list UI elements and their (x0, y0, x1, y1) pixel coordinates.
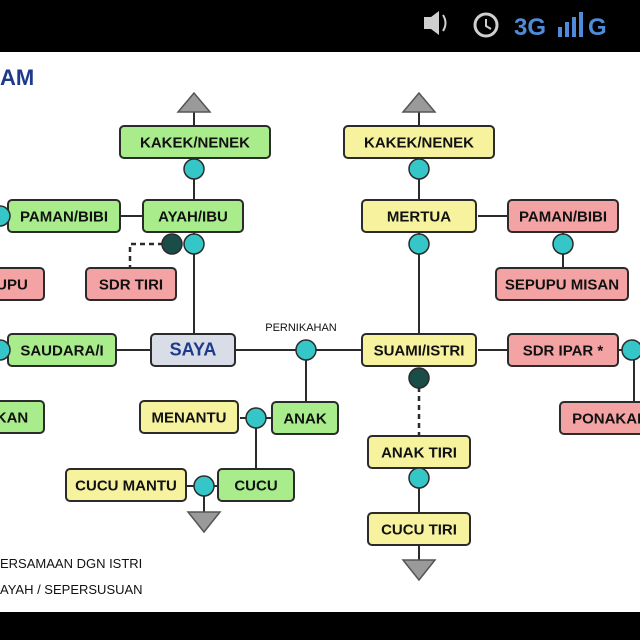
node-box (361, 333, 477, 367)
node-label: KAKEK/NENEK (364, 135, 474, 152)
node-label: SDR IPAR * (523, 343, 604, 360)
node-anak: ANAK (271, 401, 339, 435)
diagram-nodes: KAKEK/NENEK KAKEK/NENEK PAMAN/BIBI AYAH/IBU… (0, 125, 640, 546)
node-label: KAKEK/NENEK (140, 135, 250, 152)
diagram-title: AM (0, 65, 34, 90)
node-keponakan-left: KAN (0, 400, 45, 434)
node-box (0, 267, 45, 301)
node-label: SEPUPU MISAN (505, 277, 619, 294)
marriage-label: PERNIKAHAN (265, 322, 337, 334)
node-box (361, 199, 477, 233)
node-box (139, 400, 239, 434)
status-bar (0, 0, 640, 50)
network-type-label: 3G (514, 14, 546, 41)
node-box (65, 468, 187, 502)
signal-icon (558, 12, 583, 37)
node-box (367, 512, 471, 546)
node-label: MERTUA (387, 209, 451, 226)
node-box (271, 401, 339, 435)
node-sepupu-left: UPU (0, 267, 45, 301)
node-kakek-nenek-right: KAKEK/NENEK (343, 125, 495, 159)
node-label: SDR TIRI (99, 277, 163, 294)
node-ponakan-right: PONAKAN (559, 401, 640, 435)
node-label: KAN (0, 410, 28, 427)
network-suffix-label: G (588, 14, 607, 41)
node-label: ANAK (283, 411, 326, 428)
node-label: CUCU (234, 478, 277, 495)
node-sepupu-misan: SEPUPU MISAN (495, 267, 629, 301)
node-label: ANAK TIRI (381, 445, 457, 462)
node-label: CUCU TIRI (381, 522, 457, 539)
node-suami-istri: SUAMI/ISTRI (361, 333, 477, 367)
up-arrow-icon (401, 91, 437, 113)
node-anak-tiri: ANAK TIRI (367, 435, 471, 469)
node-label: PAMAN/BIBI (519, 209, 607, 226)
volume-icon (424, 11, 447, 35)
node-box (217, 468, 295, 502)
node-box (343, 125, 495, 159)
node-label: MENANTU (152, 410, 227, 427)
node-label: SAUDARA/I (20, 343, 103, 360)
legend-line-2: AYAH / SEPERSUSUAN (0, 582, 143, 597)
node-box (0, 400, 45, 434)
legend-line-1: ERSAMAAN DGN ISTRI (0, 556, 142, 571)
node-box (495, 267, 629, 301)
node-menantu: MENANTU (139, 400, 239, 434)
alarm-icon (473, 12, 499, 38)
node-label: UPU (0, 277, 28, 294)
node-cucu: CUCU (217, 468, 295, 502)
node-saudara: SAUDARA/I (7, 333, 117, 367)
node-box (507, 199, 619, 233)
node-box (150, 333, 236, 367)
node-cucu-mantu: CUCU MANTU (65, 468, 187, 502)
node-box (559, 401, 640, 435)
up-arrow-icon (176, 91, 212, 113)
node-sdr-ipar: SDR IPAR * (507, 333, 619, 367)
node-box (507, 333, 619, 367)
node-box (142, 199, 244, 233)
node-saya: SAYA (150, 333, 236, 367)
node-label: PAMAN/BIBI (20, 209, 108, 226)
node-paman-bibi-right: PAMAN/BIBI (507, 199, 619, 233)
node-sdr-tiri: SDR TIRI (85, 267, 177, 301)
down-arrow-icon (186, 511, 222, 534)
node-paman-bibi-left: PAMAN/BIBI (7, 199, 121, 233)
down-arrow-icon (401, 559, 437, 582)
node-cucu-tiri: CUCU TIRI (367, 512, 471, 546)
connector-dots (0, 158, 640, 497)
node-box (85, 267, 177, 301)
diagram-background (0, 52, 640, 612)
node-label: SUAMI/ISTRI (374, 343, 465, 360)
node-box (119, 125, 271, 159)
node-mertua: MERTUA (361, 199, 477, 233)
node-ayah-ibu: AYAH/IBU (142, 199, 244, 233)
node-label: PONAKAN (572, 411, 640, 428)
arrows (176, 91, 437, 582)
node-kakek-nenek-left: KAKEK/NENEK (119, 125, 271, 159)
node-label: SAYA (170, 340, 217, 360)
node-label: CUCU MANTU (75, 478, 177, 495)
node-label: AYAH/IBU (158, 209, 228, 226)
